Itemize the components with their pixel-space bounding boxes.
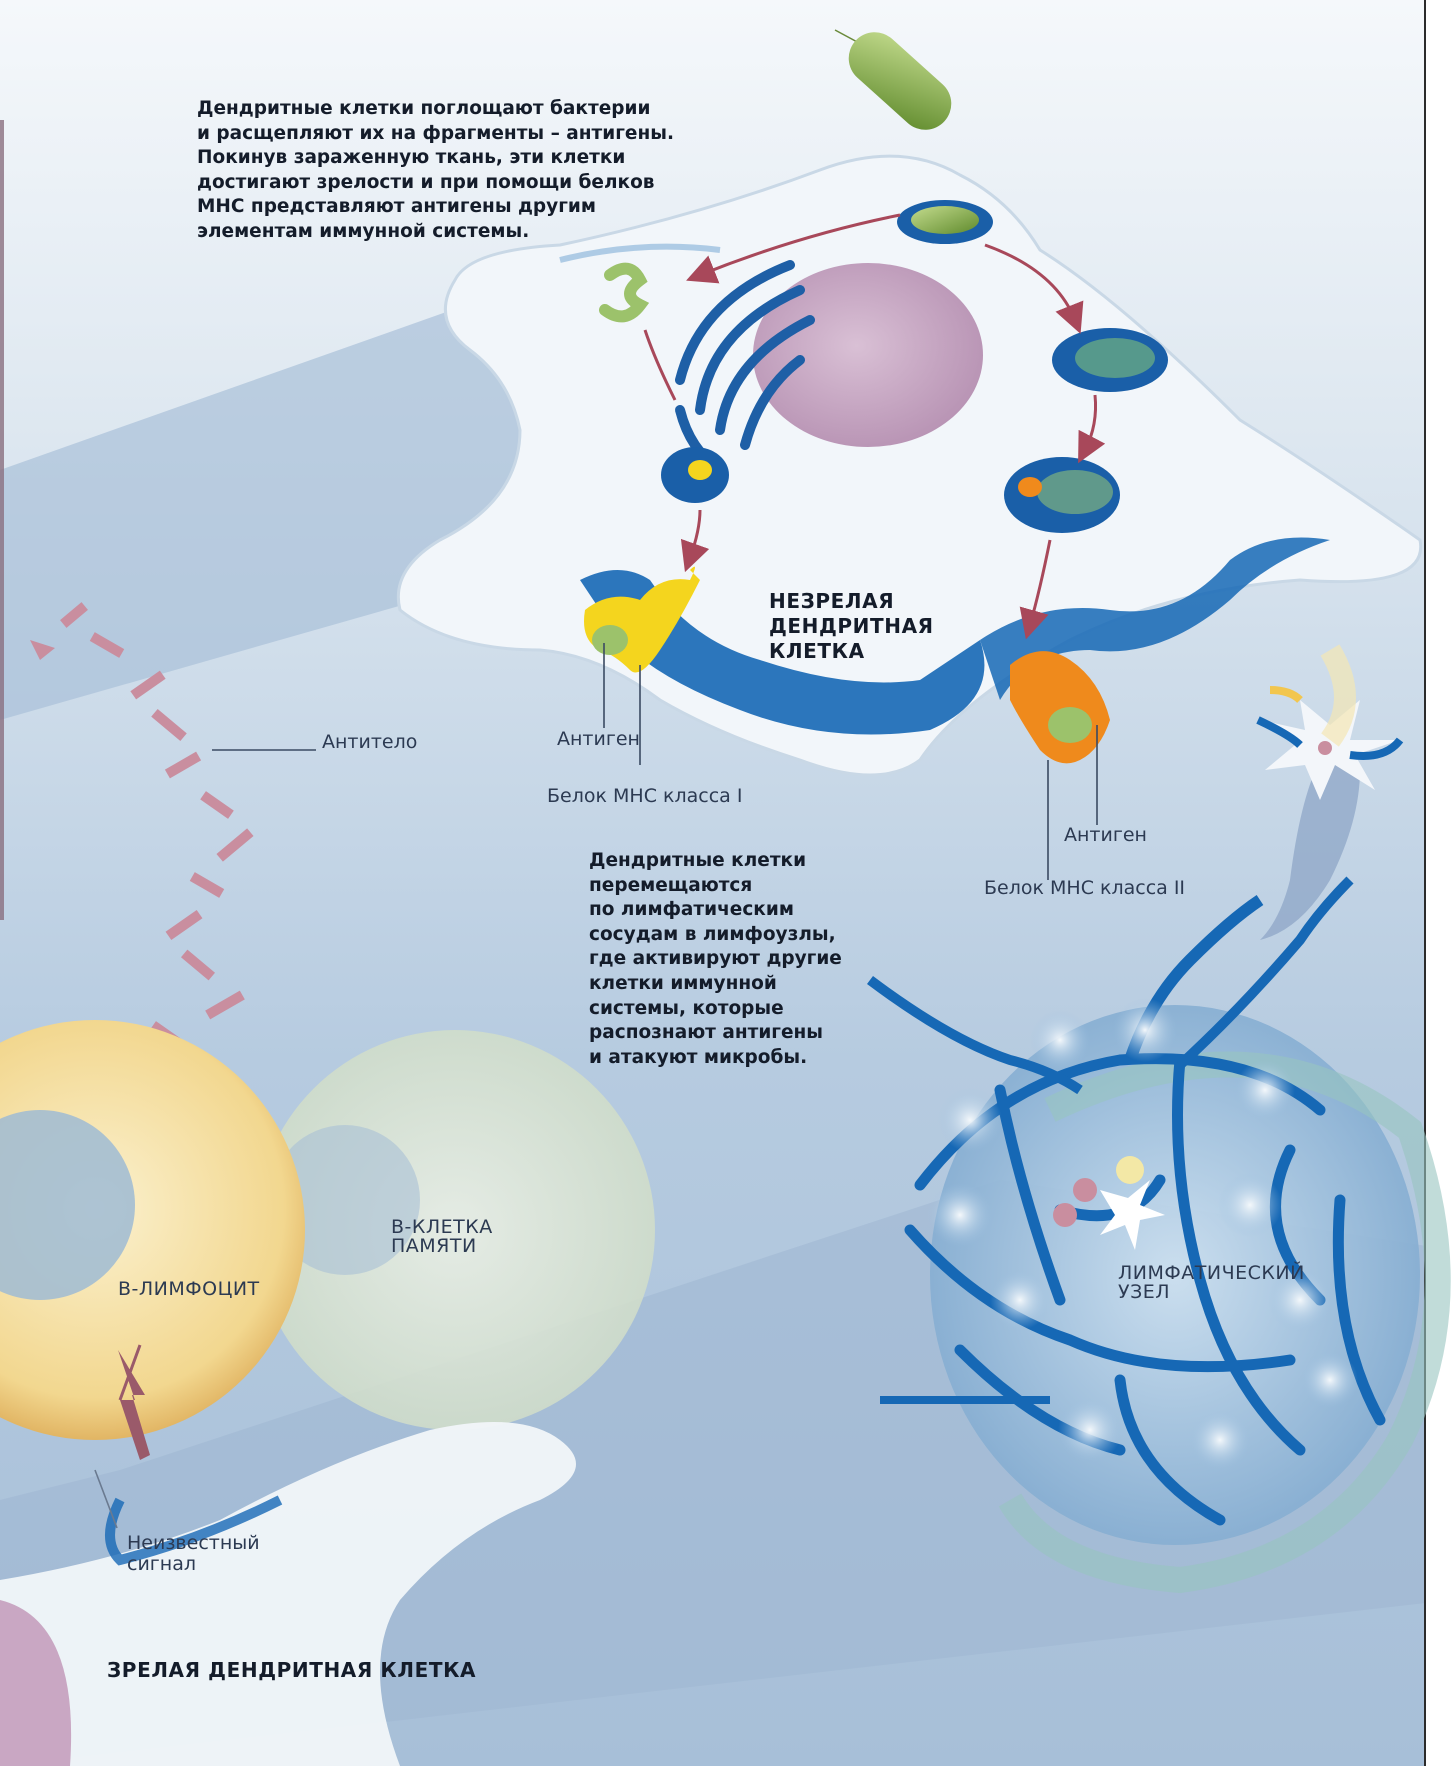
migration-paragraph: Дендритные клетки перемещаются по лимфат… (589, 849, 879, 1070)
label-memory-b-cell: В-КЛЕТКА ПАМЯТИ (391, 1218, 493, 1256)
right-margin (1425, 0, 1452, 1766)
label-mature-dendritic-cell: ЗРЕЛАЯ ДЕНДРИТНАЯ КЛЕТКА (107, 1658, 476, 1683)
left-edge-strip (0, 120, 4, 920)
vesicle-left (661, 447, 729, 503)
engulfed-bacterium (897, 200, 993, 244)
intro-paragraph: Дендритные клетки поглощают бактерии и р… (197, 97, 757, 245)
label-lymph-node: ЛИМФАТИЧЕСКИЙ УЗЕЛ (1118, 1264, 1305, 1302)
label-antibody: Антитело (322, 731, 417, 755)
endosome-upper (1052, 328, 1168, 392)
label-mhc-class-2: Белок МНС класса II (984, 877, 1185, 901)
label-antigen-mhc2: Антиген (1064, 824, 1147, 848)
label-mhc-class-1: Белок МНС класса I (547, 785, 742, 809)
label-unknown-signal: Неизвестный сигнал (127, 1533, 260, 1575)
endosome-lower (1004, 457, 1120, 533)
label-immature-dendritic-cell: НЕЗРЕЛАЯ ДЕНДРИТНАЯ КЛЕТКА (769, 589, 969, 663)
label-b-lymphocyte: В-ЛИМФОЦИТ (118, 1278, 260, 1302)
label-antigen-mhc1: Антиген (557, 728, 640, 752)
